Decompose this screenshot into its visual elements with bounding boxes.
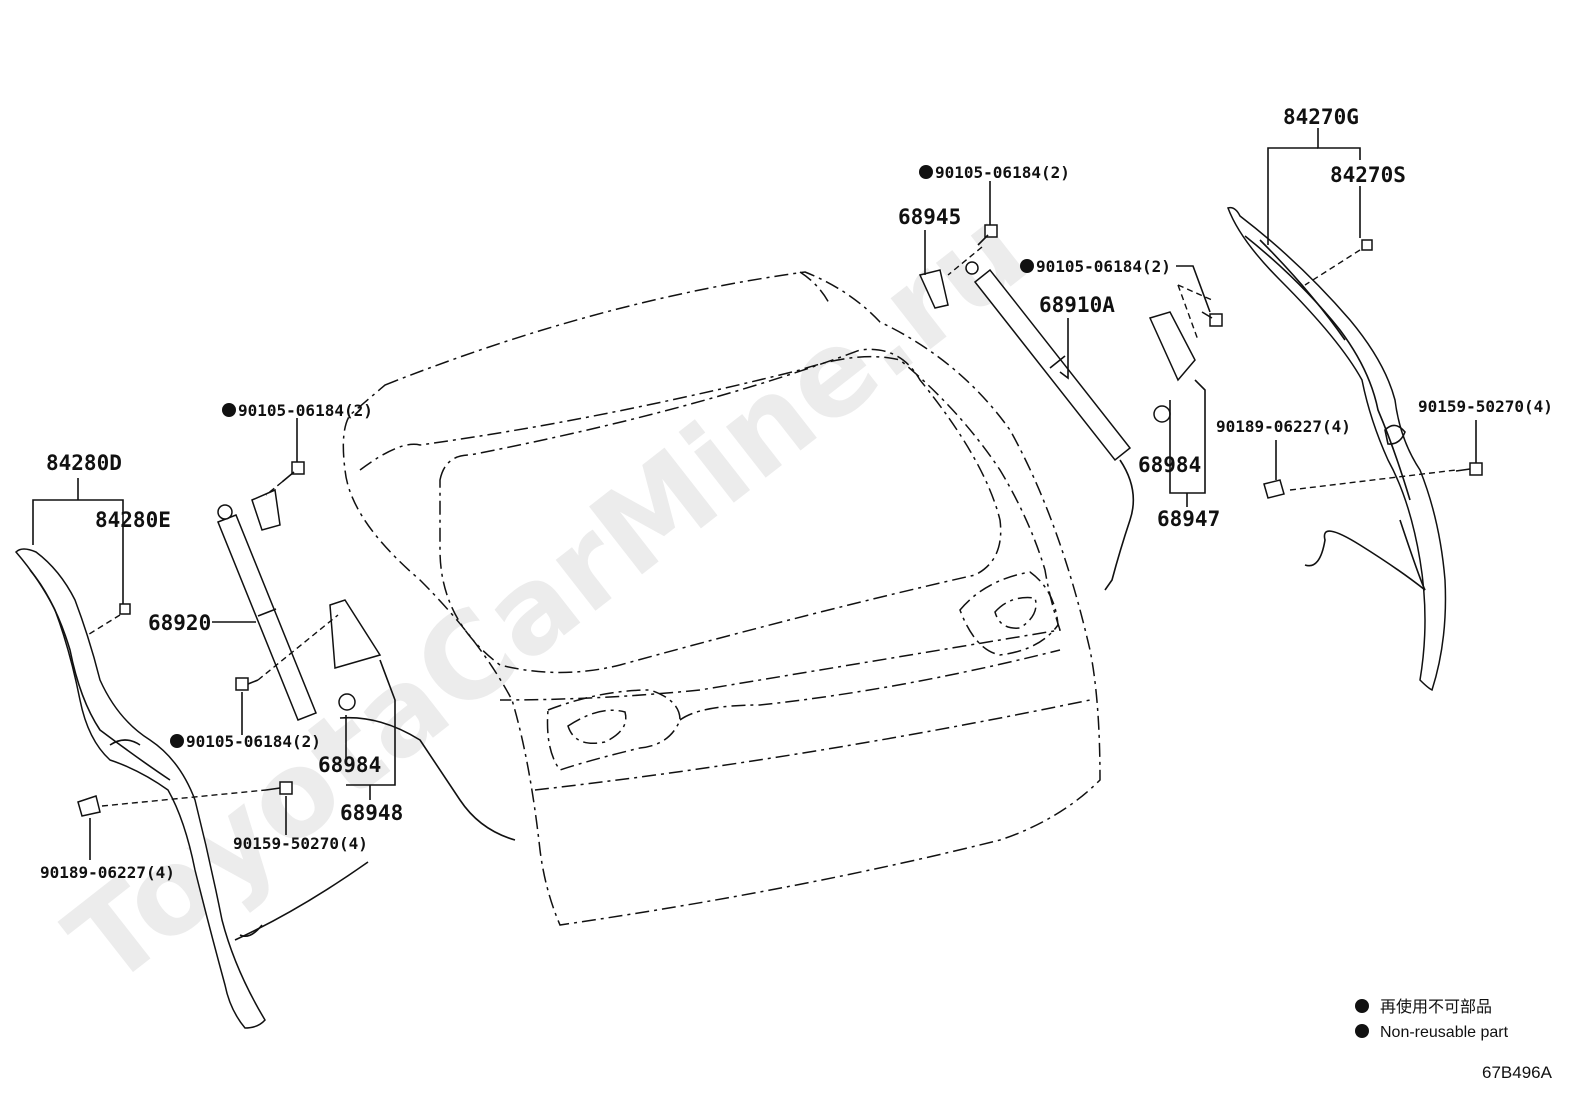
clip-icon bbox=[77, 795, 101, 817]
label-bolt-right: 90105-06184(2) bbox=[1036, 257, 1171, 276]
legend-japanese: 再使用不可部品 bbox=[1380, 998, 1492, 1016]
label-84270G: 84270G bbox=[1283, 105, 1359, 129]
leader-lines bbox=[32, 128, 1477, 860]
label-screw-right: 90159-50270(4) bbox=[1418, 397, 1553, 416]
back-door-panel bbox=[342, 271, 1101, 926]
bolt-icon bbox=[1201, 311, 1223, 327]
label-68984-right: 68984 bbox=[1138, 453, 1201, 477]
label-screw-left: 90159-50270(4) bbox=[233, 834, 368, 853]
gas-strut-left bbox=[217, 504, 317, 721]
weatherstrip-right bbox=[1227, 206, 1447, 692]
bracket-right-lower bbox=[1148, 311, 1196, 423]
non-reusable-marker-icon bbox=[222, 403, 236, 417]
gas-strut-right bbox=[965, 261, 1132, 462]
label-84270S: 84270S bbox=[1330, 163, 1406, 187]
screw-icon bbox=[265, 781, 293, 795]
clip-icon bbox=[1263, 479, 1285, 499]
non-reusable-marker-icon bbox=[1355, 999, 1369, 1013]
screw-icon bbox=[1455, 462, 1483, 476]
diagram-reference-code: 67B496A bbox=[1482, 1063, 1553, 1082]
non-reusable-marker-icon bbox=[919, 165, 933, 179]
non-reusable-marker-icon bbox=[1020, 259, 1034, 273]
label-68947: 68947 bbox=[1157, 507, 1220, 531]
bracket-left-upper bbox=[251, 488, 281, 531]
bracket-left-lower bbox=[329, 599, 382, 711]
legend: 再使用不可部品 Non-reusable part bbox=[1355, 998, 1509, 1041]
non-reusable-marker-icon bbox=[1355, 1024, 1369, 1038]
bracket-right-upper bbox=[918, 269, 949, 309]
wire-left bbox=[339, 716, 516, 841]
label-clip-left: 90189-06227(4) bbox=[40, 863, 175, 882]
label-84280E: 84280E bbox=[95, 508, 171, 532]
label-clip-right: 90189-06227(4) bbox=[1216, 417, 1351, 436]
label-84280D: 84280D bbox=[46, 451, 122, 475]
label-bolt-left-upper: 90105-06184(2) bbox=[238, 401, 373, 420]
label-68984-left: 68984 bbox=[318, 753, 381, 777]
weatherstrip-left bbox=[14, 548, 369, 1029]
non-reusable-marker-icon bbox=[170, 734, 184, 748]
bolt-icon bbox=[1361, 239, 1373, 251]
bolt-icon bbox=[281, 461, 305, 483]
legend-english: Non-reusable part bbox=[1380, 1024, 1509, 1041]
label-68945: 68945 bbox=[898, 205, 961, 229]
bolt-icon bbox=[235, 677, 259, 691]
bolt-icon bbox=[119, 603, 131, 615]
label-68910A: 68910A bbox=[1039, 293, 1115, 317]
wire-right bbox=[1104, 459, 1135, 591]
label-bolt-left-lower: 90105-06184(2) bbox=[186, 732, 321, 751]
label-68948: 68948 bbox=[340, 801, 403, 825]
label-68920: 68920 bbox=[148, 611, 211, 635]
label-bolt-top: 90105-06184(2) bbox=[935, 163, 1070, 182]
bolt-icon bbox=[977, 224, 998, 246]
